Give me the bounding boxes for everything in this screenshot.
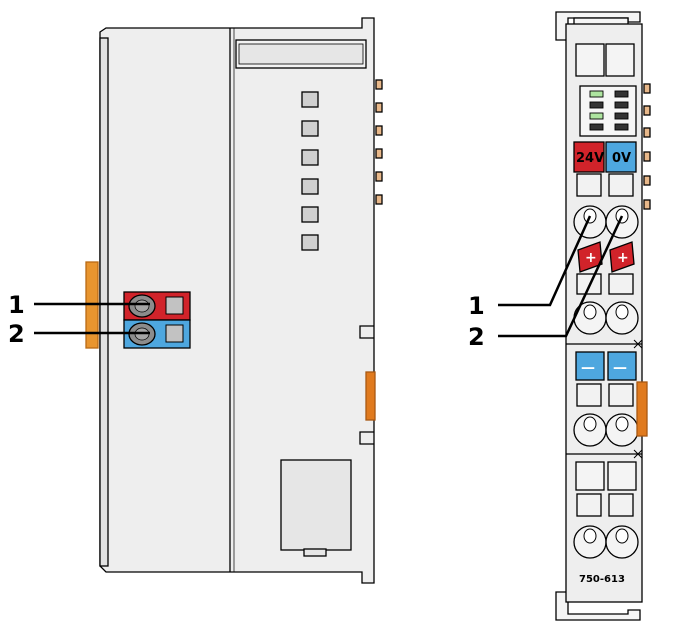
front-contact-2 xyxy=(643,105,651,116)
callout-1-leader-right xyxy=(498,215,592,307)
side-contact-2 xyxy=(375,102,383,113)
callout-2-label-left: 2 xyxy=(8,320,25,348)
front-0v-badge xyxy=(605,141,637,173)
front-contact-5 xyxy=(643,175,651,186)
side-led-5 xyxy=(301,206,319,223)
front-0v-label: 0V xyxy=(612,151,631,166)
front-bottom-clip xyxy=(555,591,641,621)
side-jumper-contact xyxy=(365,371,376,421)
front-plus-sign-left: + xyxy=(585,250,597,266)
front-minus-sign-right: — xyxy=(613,360,627,376)
front-led-1 xyxy=(589,90,604,98)
callout-2-label-right: 2 xyxy=(468,323,485,351)
front-top-connector-right xyxy=(605,43,635,77)
front-minus-badge-right xyxy=(607,351,637,381)
front-led-2 xyxy=(589,101,604,109)
side-contact-3 xyxy=(375,125,383,136)
side-bottom-latch xyxy=(280,459,352,551)
side-contact-4 xyxy=(375,148,383,159)
front-contact-1 xyxy=(643,83,651,94)
side-contact-6 xyxy=(375,194,383,205)
side-contact-1 xyxy=(375,79,383,90)
side-led-3 xyxy=(301,149,319,166)
front-plus-sign-right: + xyxy=(617,250,629,266)
front-plus-badge-left xyxy=(577,241,603,273)
front-24v-badge xyxy=(573,141,605,173)
front-contact-6 xyxy=(643,199,651,210)
front-view-module xyxy=(555,11,651,621)
side-led-2 xyxy=(301,120,319,137)
front-contact-3 xyxy=(643,127,651,138)
front-minus-sign-left: — xyxy=(581,360,595,376)
side-rear-edge xyxy=(99,37,109,567)
side-view-module xyxy=(85,17,383,584)
side-led-6 xyxy=(301,234,319,251)
front-part-number: 750-613 xyxy=(579,574,625,585)
callout-2-leader-right xyxy=(498,215,624,338)
front-plus-badge-right xyxy=(609,241,635,273)
side-contact-5 xyxy=(375,171,383,182)
front-top-connector-left xyxy=(575,43,605,77)
front-led-3 xyxy=(589,112,604,120)
front-jumper-contact xyxy=(636,381,648,437)
callout-1-label-left: 1 xyxy=(8,291,25,319)
side-led-1 xyxy=(301,91,319,108)
front-minus-badge-left xyxy=(575,351,605,381)
front-24v-label: 24V xyxy=(576,151,604,166)
side-led-4 xyxy=(301,178,319,195)
callout-1-label-right: 1 xyxy=(468,292,485,320)
front-contact-4 xyxy=(643,151,651,162)
